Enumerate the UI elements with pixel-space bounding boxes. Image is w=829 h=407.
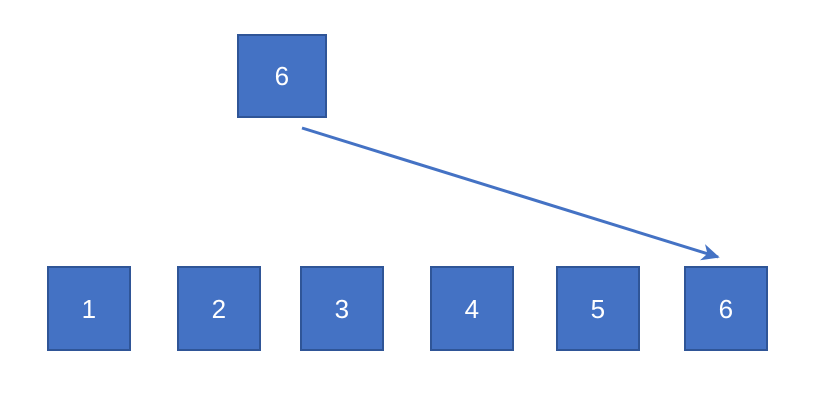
array-node-label-3: 3: [334, 293, 350, 324]
source-node-label: 6: [274, 61, 290, 91]
array-node-label-6: 6: [718, 293, 734, 324]
source-node-box[interactable]: 6: [237, 34, 327, 118]
array-node-box-3[interactable]: 3: [300, 266, 384, 351]
array-node-label-2: 2: [211, 293, 227, 324]
array-node-box-1[interactable]: 1: [47, 266, 131, 351]
array-node-box-2[interactable]: 2: [177, 266, 261, 351]
array-node-box-6[interactable]: 6: [684, 266, 768, 351]
array-node-box-4[interactable]: 4: [430, 266, 514, 351]
connector-arrow: [301, 126, 720, 261]
array-node-box-5[interactable]: 5: [556, 266, 640, 351]
array-node-label-5: 5: [590, 293, 606, 324]
array-node-label-1: 1: [81, 293, 97, 324]
array-node-label-4: 4: [464, 293, 480, 324]
